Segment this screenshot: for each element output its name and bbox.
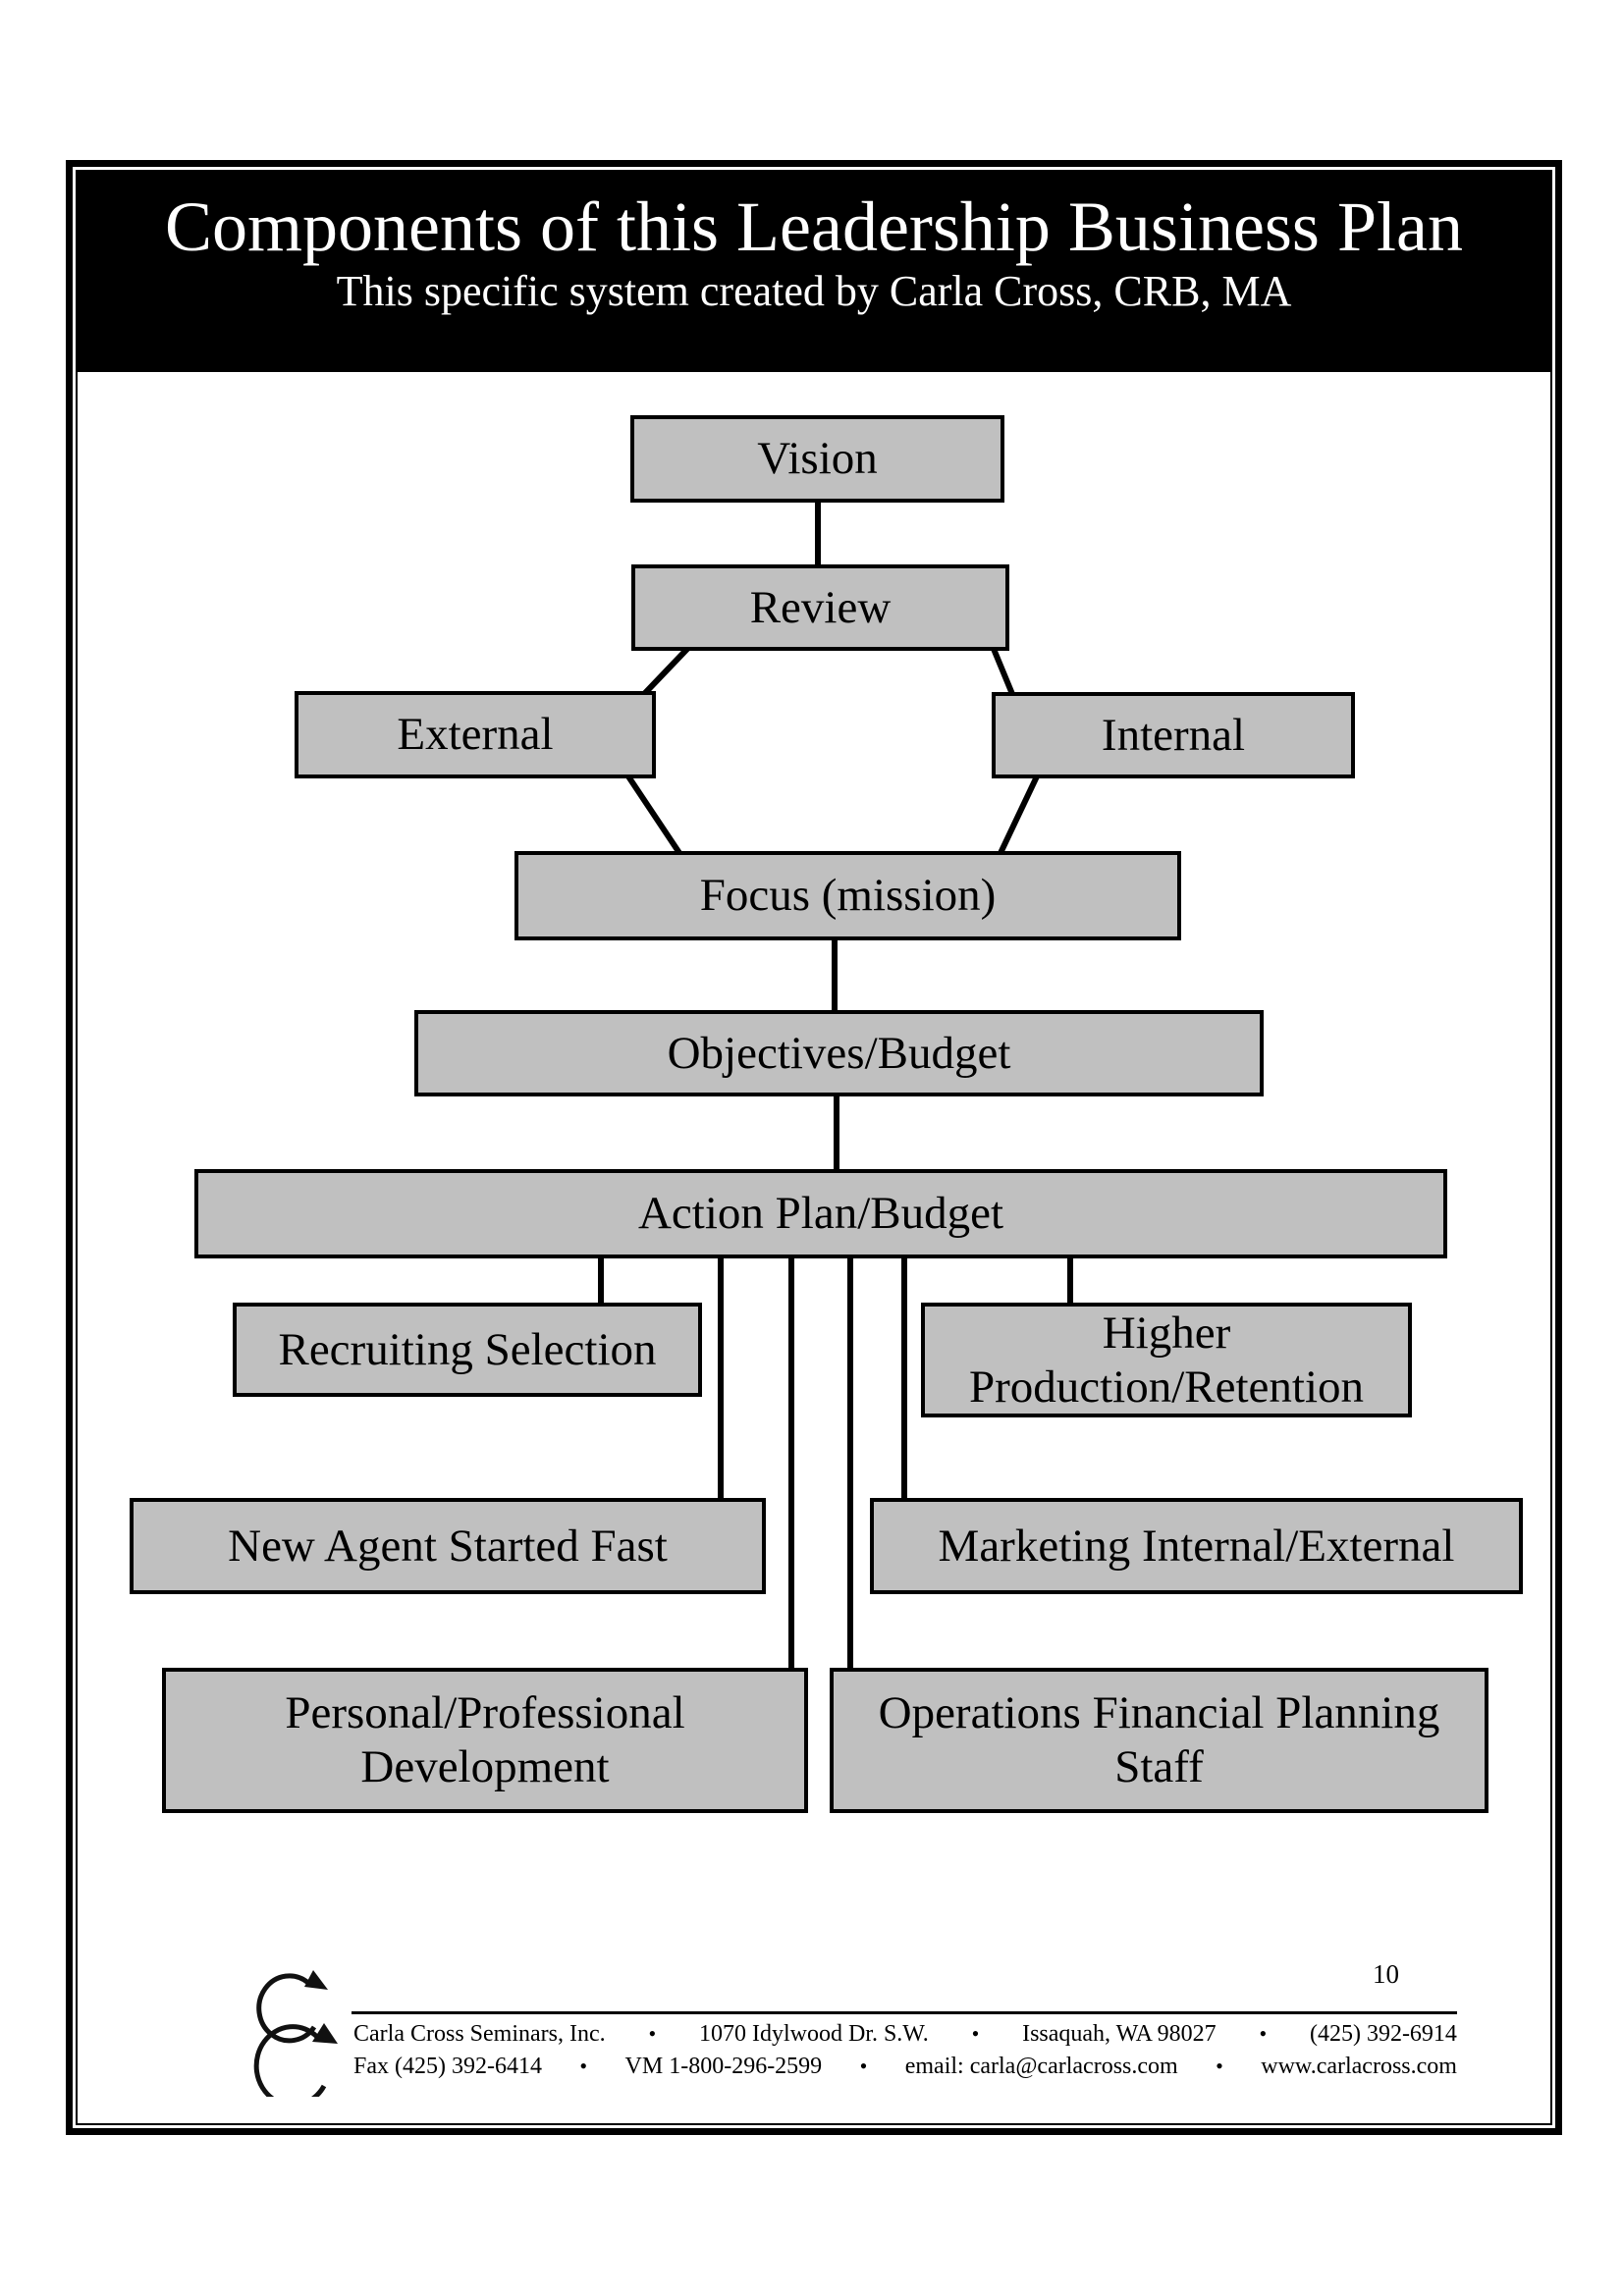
diagram-node-label: New Agent Started Fast: [228, 1520, 668, 1572]
diagram-node-internal: Internal: [992, 692, 1355, 778]
page-title: Components of this Leadership Business P…: [165, 187, 1463, 266]
diagram-node-label: Objectives/Budget: [667, 1027, 1011, 1079]
bullet-separator: •: [859, 2054, 868, 2078]
bullet-separator: •: [1216, 2054, 1223, 2078]
diagram-node-label: External: [397, 709, 554, 761]
connector-review-internal: [991, 647, 1015, 696]
page-number: 10: [1373, 1959, 1399, 1989]
footer-address: 1070 Idylwood Dr. S.W.: [698, 2021, 929, 2047]
carla-cross-double-c-logo-icon: [253, 1970, 338, 2097]
diagram-node-action-plan-budget: Action Plan/Budget: [194, 1169, 1447, 1258]
diagram-node-operations-financial-planning-staff: Operations Financial Planning Staff: [830, 1668, 1488, 1813]
diagram-node-objectives-budget: Objectives/Budget: [414, 1010, 1264, 1096]
diagram-node-focus-mission: Focus (mission): [514, 851, 1181, 940]
footer-email: email: carla@carlacross.com: [904, 2054, 1178, 2079]
bullet-separator: •: [1259, 2021, 1268, 2046]
diagram-node-label: Recruiting Selection: [278, 1323, 657, 1375]
diagram-node-higher-production-retention: Higher Production/Retention: [921, 1303, 1412, 1417]
connector-external-focus: [625, 774, 682, 855]
footer-phone: (425) 392-6914: [1309, 2021, 1457, 2047]
diagram-node-vision: Vision: [630, 415, 1004, 503]
bullet-separator: •: [648, 2021, 657, 2046]
page-subtitle: This specific system created by Carla Cr…: [336, 267, 1292, 315]
diagram-node-label: Focus (mission): [699, 870, 997, 922]
diagram-node-label: Review: [749, 581, 892, 633]
connector-review-external: [642, 646, 690, 696]
connector-internal-focus: [998, 774, 1040, 855]
footer-voicemail: VM 1-800-296-2599: [624, 2054, 823, 2079]
footer-city: Issaquah, WA 98027: [1022, 2021, 1217, 2047]
diagram-node-label: Personal/Professional Development: [285, 1687, 685, 1792]
footer-company: Carla Cross Seminars, Inc.: [353, 2021, 606, 2047]
footer-divider: [352, 2011, 1457, 2014]
diagram-node-label: Marketing Internal/External: [938, 1520, 1455, 1572]
diagram-node-review: Review: [631, 564, 1009, 651]
diagram-node-label: Operations Financial Planning Staff: [878, 1687, 1440, 1792]
diagram-node-marketing-internal-external: Marketing Internal/External: [870, 1498, 1523, 1594]
header-bar: Components of this Leadership Business P…: [78, 172, 1550, 372]
footer-fax: Fax (425) 392-6414: [353, 2054, 542, 2079]
bullet-separator: •: [579, 2054, 588, 2078]
footer-contact-line-1: Carla Cross Seminars, Inc. • 1070 Idylwo…: [353, 2021, 1457, 2048]
bullet-separator: •: [971, 2021, 980, 2046]
diagram-node-external: External: [295, 691, 656, 778]
diagram-node-recruiting-selection: Recruiting Selection: [233, 1303, 702, 1397]
footer-contact-line-2: Fax (425) 392-6414 • VM 1-800-296-2599 •…: [353, 2054, 1457, 2080]
diagram-node-personal-professional-development: Personal/Professional Development: [162, 1668, 808, 1813]
diagram-node-label: Action Plan/Budget: [637, 1188, 1004, 1240]
diagram-node-label: Higher Production/Retention: [968, 1307, 1365, 1413]
diagram-node-new-agent-started-fast: New Agent Started Fast: [130, 1498, 766, 1594]
footer-website: www.carlacross.com: [1261, 2054, 1457, 2079]
page-border-inner: Components of this Leadership Business P…: [76, 170, 1552, 2125]
diagram-node-label: Vision: [757, 433, 878, 485]
diagram-node-label: Internal: [1101, 709, 1246, 761]
